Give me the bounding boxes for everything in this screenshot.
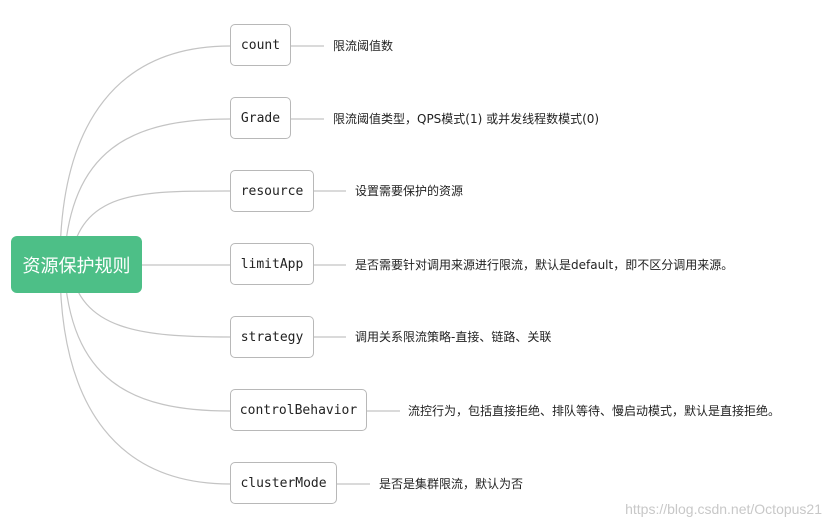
root-node: 资源保护规则 [11, 236, 142, 293]
desc-count: 限流阈值数 [333, 39, 394, 53]
desc-strategy: 调用关系限流策略-直接、链路、关联 [355, 330, 552, 344]
watermark: https://blog.csdn.net/Octopus21 [625, 501, 822, 517]
node-limitapp: limitApp [230, 243, 314, 285]
connector-count [59, 45, 231, 264]
desc-grade: 限流阈值类型，QPS模式(1) 或并发线程数模式(0) [333, 112, 600, 126]
connector-controlbehavior [63, 265, 231, 412]
desc-resource: 设置需要保护的资源 [355, 184, 464, 198]
node-controlbehavior: controlBehavior [230, 389, 367, 431]
desc-controlbehavior: 流控行为，包括直接拒绝、排队等待、慢启动模式，默认是直接拒绝。 [408, 404, 781, 418]
connector-clustermode [59, 265, 231, 485]
connector-grade [63, 118, 231, 264]
node-clustermode: clusterMode [230, 462, 337, 504]
node-count: count [230, 24, 291, 66]
desc-limitapp: 是否需要针对调用来源进行限流，默认是default，即不区分调用来源。 [355, 258, 734, 272]
node-strategy: strategy [230, 316, 314, 358]
node-grade: Grade [230, 97, 291, 139]
desc-clustermode: 是否是集群限流，默认为否 [379, 477, 524, 491]
node-resource: resource [230, 170, 314, 212]
